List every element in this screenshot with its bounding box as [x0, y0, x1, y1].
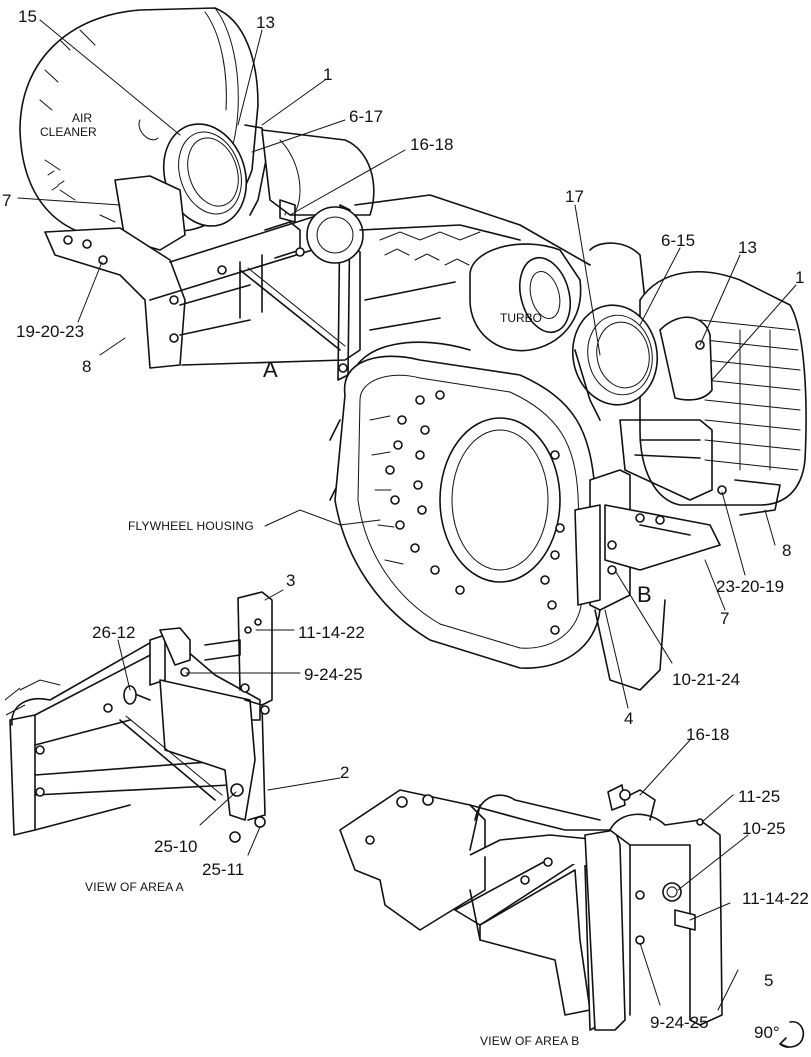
cleaner-label: CLEANER	[40, 125, 97, 139]
callout-5: 5	[764, 971, 773, 990]
area-a-marker: A	[263, 357, 278, 382]
callout-6-17: 6-17	[349, 107, 383, 126]
callout-9-24-25-b: 9-24-25	[650, 1013, 709, 1032]
callout-26-12: 26-12	[92, 623, 135, 642]
callout-11-25: 11-25	[738, 787, 780, 806]
flywheel-housing-label: FLYWHEEL HOUSING	[128, 519, 254, 533]
callout-25-10: 25-10	[154, 837, 197, 856]
callout-11-14-22-b: 11-14-22	[742, 889, 809, 908]
callout-23-20-19: 23-20-19	[716, 577, 784, 596]
callout-11-14-22-a: 11-14-22	[298, 623, 365, 642]
callout-7-a: 7	[2, 191, 11, 210]
callout-4: 4	[624, 709, 633, 728]
callout-8-b: 8	[782, 541, 791, 560]
callout-25-11: 25-11	[202, 860, 244, 879]
callout-10-25: 10-25	[742, 819, 785, 838]
callout-7-b: 7	[720, 609, 729, 628]
leader-lines	[17, 19, 797, 1011]
view-area-b-caption: VIEW OF AREA B	[480, 1034, 580, 1048]
bracket-assembly-a	[44, 199, 364, 381]
callout-19-20-23: 19-20-23	[16, 322, 84, 341]
callout-16-18-b: 16-18	[686, 725, 729, 744]
air-cleaner: AIR CLEANER	[19, 7, 375, 251]
view-area-b	[339, 784, 723, 1031]
callout-3: 3	[286, 571, 295, 590]
callout-2: 2	[340, 763, 349, 782]
callout-17: 17	[565, 187, 584, 206]
turbo-label: TURBO	[500, 311, 542, 325]
rotate-clockwise-arrow-icon	[779, 1020, 805, 1048]
callout-13-a: 13	[256, 13, 275, 32]
engine-block: TURBO	[329, 194, 646, 669]
area-b-marker: B	[637, 582, 652, 607]
callout-1-b: 1	[795, 268, 804, 287]
rotation-label: 90°	[754, 1023, 780, 1042]
callout-labels: 15 13 1 6-17 16-18 7 19-20-23 8 A 17 6-1…	[2, 7, 809, 1048]
callout-16-18-a: 16-18	[410, 135, 453, 154]
view-area-a-caption: VIEW OF AREA A	[85, 880, 184, 894]
callout-6-15: 6-15	[661, 231, 695, 250]
callout-15: 15	[18, 7, 37, 26]
callout-10-21-24: 10-21-24	[672, 670, 740, 689]
callout-1-a: 1	[323, 65, 332, 84]
view-area-a	[4, 591, 273, 843]
rotation-indicator: 90°	[754, 1020, 805, 1048]
air-label: AIR	[72, 111, 92, 125]
air-cleaner-right	[571, 271, 807, 691]
callout-13-b: 13	[738, 238, 757, 257]
callout-8-a: 8	[82, 357, 91, 376]
callout-9-24-25-a: 9-24-25	[304, 665, 363, 684]
